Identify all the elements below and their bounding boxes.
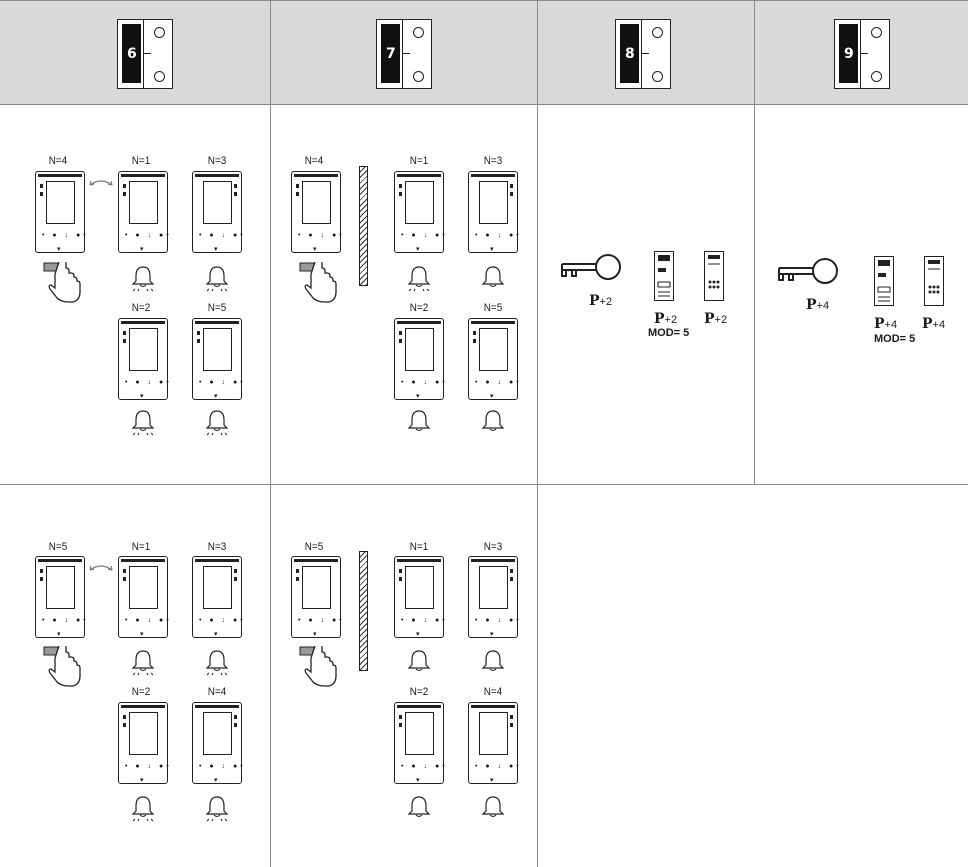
switch-number: 6	[127, 46, 137, 62]
video-intercom-icon: • ● ↓ ●•▾	[394, 556, 445, 638]
video-intercom-icon: • ● ↓ ●•▾	[192, 171, 243, 253]
device-label: N=5	[483, 302, 503, 314]
bell-icon	[131, 266, 155, 292]
device-label: N=2	[131, 686, 151, 698]
device-label: N=1	[131, 541, 151, 553]
device-label: N=5	[207, 302, 227, 314]
device-label: N=3	[483, 155, 503, 167]
bell-icon	[407, 650, 431, 671]
video-intercom-icon: • ● ↓ ●•▾	[192, 318, 243, 400]
device-label: N=3	[483, 541, 503, 553]
device-label: N=1	[409, 541, 429, 553]
switch-number: 8	[625, 46, 635, 62]
video-intercom-icon: • ● ↓ ●•▾	[118, 318, 169, 400]
p-value-label: P+2	[704, 311, 728, 327]
hand-press-icon	[43, 262, 81, 303]
video-intercom-icon: • ● ↓ ●•▾	[468, 556, 519, 638]
device-label: N=4	[48, 155, 68, 167]
video-intercom-icon: • ● ↓ ●•▾	[118, 171, 169, 253]
video-intercom-icon: • ● ↓ ●•▾	[468, 318, 519, 400]
video-intercom-icon: • ● ↓ ●•▾	[394, 702, 445, 784]
hand-press-icon	[43, 646, 81, 687]
bell-icon	[205, 266, 229, 292]
device-label: N=1	[131, 155, 151, 167]
p-value-label: P+4	[874, 316, 898, 332]
video-intercom-icon: • ● ↓ ●•▾	[118, 702, 169, 784]
device-label: N=4	[304, 155, 324, 167]
din-module-icon	[654, 251, 674, 301]
bell-icon	[205, 650, 229, 676]
grid-line	[754, 0, 755, 484]
video-intercom-icon: • ● ↓ ●•▾	[192, 702, 243, 784]
video-intercom-icon: • ● ↓ ●•▾	[35, 556, 86, 638]
dip-switch-icon: 8	[615, 19, 671, 89]
device-label: N=2	[409, 302, 429, 314]
dip-switch-icon: 9	[834, 19, 890, 89]
switch-number: 9	[844, 46, 854, 62]
device-label: N=5	[48, 541, 68, 553]
video-intercom-icon: • ● ↓ ●•▾	[291, 556, 342, 638]
bell-icon	[131, 796, 155, 822]
video-intercom-icon: • ● ↓ ●•▾	[468, 171, 519, 253]
dip-switch-icon: 7	[376, 19, 432, 89]
p-value-label: P+4	[922, 316, 946, 332]
wall-icon	[359, 166, 368, 286]
dip-switch-icon: 6	[117, 19, 173, 89]
device-label: N=5	[304, 541, 324, 553]
device-label: N=1	[409, 155, 429, 167]
bell-icon	[407, 266, 431, 292]
bell-icon	[481, 796, 505, 817]
din-module-icon	[924, 256, 944, 306]
device-label: N=3	[207, 155, 227, 167]
bell-icon	[205, 796, 229, 822]
video-intercom-icon: • ● ↓ ●•▾	[468, 702, 519, 784]
switch-number: 7	[386, 46, 396, 62]
bell-icon	[407, 796, 431, 817]
link-arrow-icon	[89, 180, 113, 186]
video-intercom-icon: • ● ↓ ●•▾	[192, 556, 243, 638]
video-intercom-icon: • ● ↓ ●•▾	[394, 318, 445, 400]
mod-label: MOD= 5	[648, 327, 690, 339]
video-intercom-icon: • ● ↓ ●•▾	[291, 171, 342, 253]
bell-icon	[205, 410, 229, 436]
key-icon	[778, 258, 838, 284]
p-value-label: P+2	[654, 311, 678, 327]
bell-icon	[481, 266, 505, 287]
device-label: N=4	[483, 686, 503, 698]
device-label: N=4	[207, 686, 227, 698]
hand-press-icon	[299, 646, 337, 687]
din-module-icon	[704, 251, 724, 301]
bell-icon	[131, 650, 155, 676]
bell-icon	[131, 410, 155, 436]
grid-line	[0, 104, 968, 105]
grid-line	[0, 0, 968, 1]
device-label: N=2	[131, 302, 151, 314]
key-icon	[561, 254, 621, 280]
video-intercom-icon: • ● ↓ ●•▾	[118, 556, 169, 638]
grid-line	[0, 484, 968, 485]
device-label: N=3	[207, 541, 227, 553]
bell-icon	[407, 410, 431, 431]
bell-icon	[481, 650, 505, 671]
hand-press-icon	[299, 262, 337, 303]
video-intercom-icon: • ● ↓ ●•▾	[35, 171, 86, 253]
grid-line	[537, 0, 538, 867]
bell-icon	[481, 410, 505, 431]
video-intercom-icon: • ● ↓ ●•▾	[394, 171, 445, 253]
p-value-label: P+4	[806, 297, 830, 313]
mod-label: MOD= 5	[874, 333, 916, 345]
din-module-icon	[874, 256, 894, 306]
wall-icon	[359, 551, 368, 671]
grid-line	[270, 0, 271, 867]
device-label: N=2	[409, 686, 429, 698]
link-arrow-icon	[89, 565, 113, 571]
p-value-label: P+2	[589, 293, 613, 309]
